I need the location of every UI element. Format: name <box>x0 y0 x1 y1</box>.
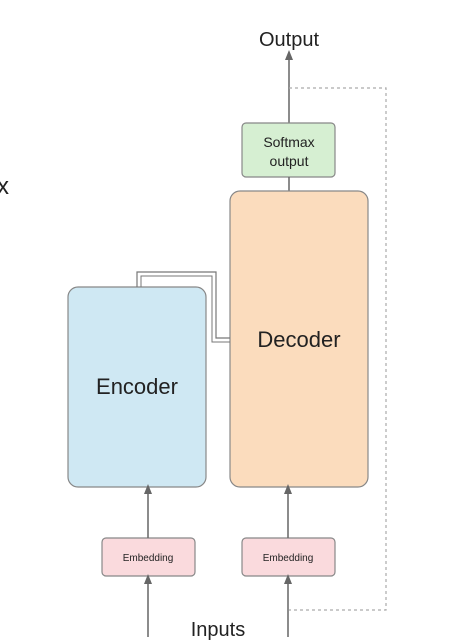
softmax-label-line2: output <box>270 153 309 169</box>
output-label: Output <box>259 29 319 51</box>
inputs-label: Inputs <box>191 619 245 641</box>
embedding-label-right: Embedding <box>263 553 314 564</box>
encoder-to-decoder-connector <box>136 271 230 339</box>
decoder-box <box>229 190 369 488</box>
decoder-label: Decoder <box>257 327 340 352</box>
softmax-label-line1: Softmax <box>263 134 314 150</box>
embedding-label-left: Embedding <box>123 553 174 564</box>
edge-glyph: x <box>0 173 9 200</box>
output-feedback-loop <box>289 87 387 611</box>
encoder-label: Encoder <box>96 374 178 399</box>
encoder-to-decoder-connector-inner <box>140 275 230 343</box>
